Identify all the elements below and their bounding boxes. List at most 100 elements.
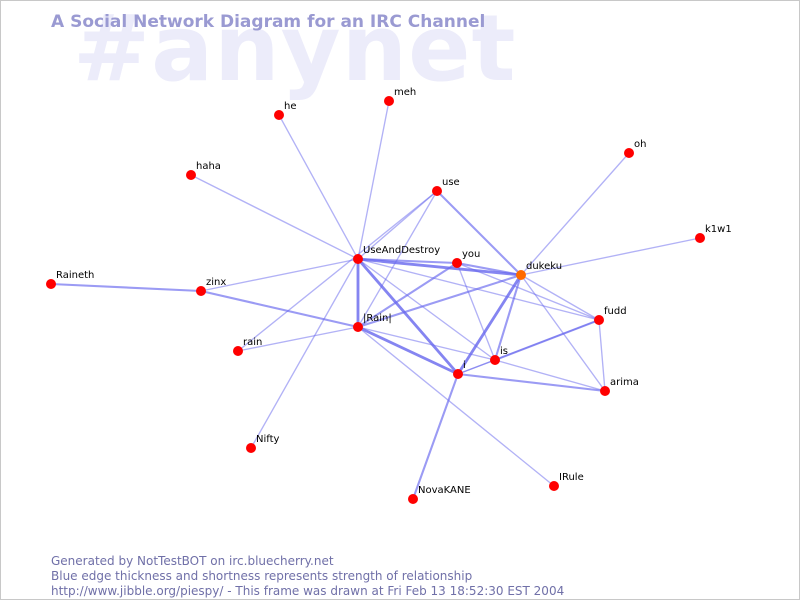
node-dot-Nifty[interactable] (246, 443, 256, 453)
node-label-dukeku: dukeku (526, 261, 562, 272)
edge-Rain-i (356, 325, 460, 376)
node-dot-arima[interactable] (600, 386, 610, 396)
node-dot-Raineth[interactable] (46, 279, 56, 289)
edge-you-dukeku (455, 261, 523, 277)
node-meh[interactable]: meh (384, 87, 416, 106)
edge-layer (49, 100, 701, 501)
edge-Rain-IRule (357, 326, 555, 487)
edge-is-fudd (493, 318, 601, 362)
edge-you-fudd (456, 262, 600, 321)
node-arima[interactable]: arima (600, 377, 639, 396)
edge-fudd-arima (598, 319, 606, 392)
node-NovaKANE[interactable]: NovaKANE (408, 485, 471, 504)
node-Rain[interactable]: |Rain| (353, 313, 392, 332)
edge-zinx-UseAndDestroy (200, 258, 359, 292)
node-Nifty[interactable]: Nifty (246, 434, 280, 453)
node-label-is: is (500, 346, 508, 357)
node-rain[interactable]: rain (233, 337, 262, 356)
edge-UseAndDestroy-Nifty (250, 258, 359, 449)
edge-you-is (456, 262, 496, 361)
node-dot-use[interactable] (432, 186, 442, 196)
edge-is-arima (494, 359, 606, 392)
edge-dukeku-is (493, 273, 523, 362)
node-dot-NovaKANE[interactable] (408, 494, 418, 504)
node-dot-you[interactable] (452, 258, 462, 268)
node-label-you: you (462, 249, 480, 260)
node-label-i: i (463, 360, 466, 371)
node-dot-k1w1[interactable] (695, 233, 705, 243)
node-dot-i[interactable] (453, 369, 463, 379)
edge-Rain-is (357, 326, 496, 361)
node-Raineth[interactable]: Raineth (46, 270, 94, 289)
node-label-k1w1: k1w1 (705, 224, 732, 235)
node-label-zinx: zinx (206, 277, 226, 288)
diagram-title: A Social Network Diagram for an IRC Chan… (51, 12, 486, 32)
node-label-oh: oh (634, 139, 646, 150)
node-dot-haha[interactable] (186, 170, 196, 180)
edge-use-Rain (357, 190, 438, 328)
node-dot-dukeku[interactable] (516, 270, 526, 280)
node-label-IRule: IRule (559, 472, 584, 483)
node-fudd[interactable]: fudd (594, 306, 627, 325)
node-dot-IRule[interactable] (549, 481, 559, 491)
node-label-arima: arima (610, 377, 639, 388)
footer-url-timestamp: http://www.jibble.org/piespy/ - This fra… (51, 584, 565, 598)
footer-legend-note: Blue edge thickness and shortness repres… (51, 569, 473, 583)
node-i[interactable]: i (453, 360, 466, 379)
edge-meh-UseAndDestroy (357, 100, 390, 260)
edge-haha-UseAndDestroy (190, 174, 359, 260)
edge-oh-dukeku (520, 152, 630, 276)
edge-Raineth-zinx (49, 282, 203, 293)
footer: Generated by NotTestBOT on irc.bluecherr… (51, 554, 564, 599)
node-label-rain: rain (243, 337, 262, 348)
node-is[interactable]: is (490, 346, 508, 365)
node-oh[interactable]: oh (624, 139, 646, 158)
node-label-Nifty: Nifty (256, 434, 280, 445)
edge-dukeku-Rain (356, 273, 523, 329)
node-label-fudd: fudd (604, 306, 627, 317)
node-zinx[interactable]: zinx (196, 277, 226, 296)
node-k1w1[interactable]: k1w1 (695, 224, 732, 243)
node-dot-meh[interactable] (384, 96, 394, 106)
node-dot-Rain[interactable] (353, 322, 363, 332)
node-label-UseAndDestroy: UseAndDestroy (363, 245, 440, 256)
node-label-NovaKANE: NovaKANE (418, 485, 471, 496)
node-label-Rain: |Rain| (363, 313, 392, 324)
node-dot-zinx[interactable] (196, 286, 206, 296)
node-UseAndDestroy[interactable]: UseAndDestroy (353, 245, 440, 264)
edge-zinx-Rain (199, 289, 360, 329)
edge-i-NovaKANE (411, 372, 460, 501)
edge-dukeku-fudd (520, 274, 600, 321)
node-he[interactable]: he (274, 101, 297, 120)
node-you[interactable]: you (452, 249, 480, 268)
node-dot-oh[interactable] (624, 148, 634, 158)
node-IRule[interactable]: IRule (549, 472, 584, 491)
node-dot-fudd[interactable] (594, 315, 604, 325)
channel-watermark: #anynet (73, 0, 517, 102)
node-dot-UseAndDestroy[interactable] (353, 254, 363, 264)
edge-dukeku-i (456, 273, 523, 376)
edge-use-rain (237, 190, 438, 352)
node-label-Raineth: Raineth (56, 270, 94, 281)
node-label-haha: haha (196, 161, 221, 172)
edge-UseAndDestroy-i (356, 257, 460, 376)
edge-i-arima (456, 372, 607, 393)
node-dukeku[interactable]: dukeku (516, 261, 562, 280)
node-label-meh: meh (394, 87, 416, 98)
edge-Rain-rain (237, 326, 359, 352)
edge-you-Rain (356, 261, 459, 329)
edge-UseAndDestroy-dukeku (356, 257, 523, 277)
footer-generated-by: Generated by NotTestBOT on irc.bluecherr… (51, 554, 334, 568)
node-label-he: he (284, 101, 297, 112)
node-dot-is[interactable] (490, 355, 500, 365)
node-dot-rain[interactable] (233, 346, 243, 356)
node-use[interactable]: use (432, 177, 460, 196)
edge-he-UseAndDestroy (278, 114, 359, 260)
node-dot-he[interactable] (274, 110, 284, 120)
edge-k1w1-dukeku (520, 237, 701, 276)
node-haha[interactable]: haha (186, 161, 221, 180)
edge-UseAndDestroy-is (357, 258, 496, 361)
